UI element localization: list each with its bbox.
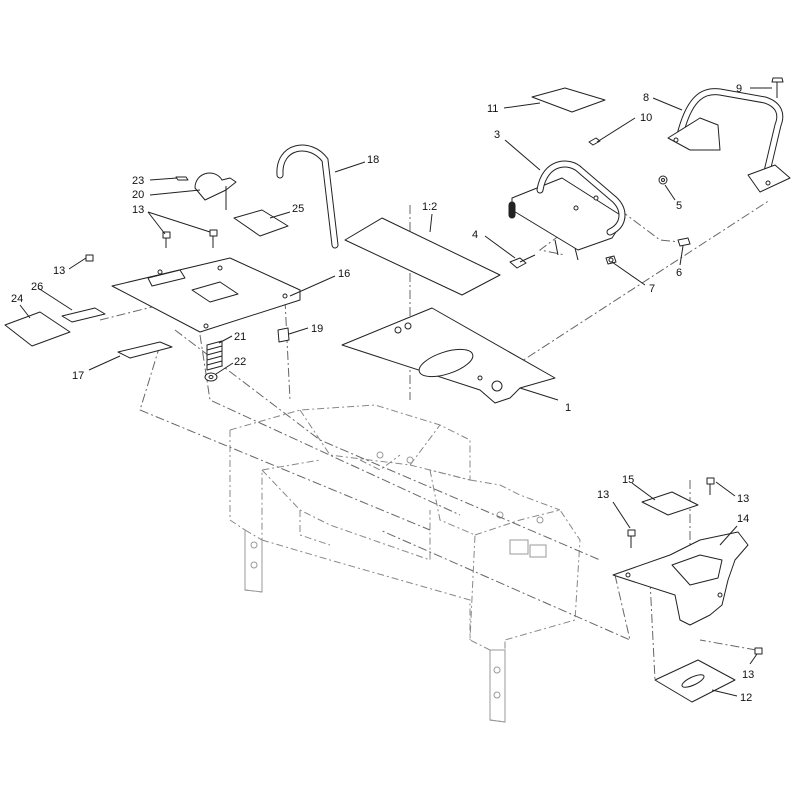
- callout-18: 18: [367, 154, 379, 166]
- callout-12: 12: [740, 692, 752, 704]
- callout-9: 9: [736, 83, 742, 95]
- callout-8: 8: [643, 92, 649, 104]
- callout-13-left: 13: [53, 265, 65, 277]
- callout-21: 21: [234, 331, 246, 343]
- callout-19: 19: [311, 323, 323, 335]
- part-1-plate: [341, 307, 556, 404]
- part-22-washer: [204, 372, 218, 382]
- callout-22: 22: [234, 356, 246, 368]
- part-19-screw: [277, 327, 290, 343]
- part-13-bolts: [85, 229, 763, 655]
- part-23-pin: [175, 176, 189, 181]
- callout-15: 15: [622, 474, 634, 486]
- part-24-decal: [4, 311, 71, 347]
- callout-16: 16: [338, 268, 350, 280]
- part-20-latch: [194, 172, 237, 210]
- callout-10: 10: [640, 112, 652, 124]
- part-8-grab-handle: [667, 88, 791, 193]
- callout-13-right-b: 13: [737, 493, 749, 505]
- part-9-bolt: [771, 77, 784, 98]
- part-14-right-panel: [612, 531, 749, 626]
- callout-5: 5: [676, 200, 682, 212]
- callout-24: 24: [11, 293, 23, 305]
- hardware-4-5-6-7: [509, 175, 691, 269]
- part-18-handle-tube: [276, 144, 339, 249]
- part-10-clip: [588, 137, 601, 146]
- callout-17: 17: [72, 370, 84, 382]
- callout-20: 20: [132, 189, 144, 201]
- callout-4: 4: [472, 229, 478, 241]
- callout-leaders: [19, 87, 772, 697]
- callout-3: 3: [494, 129, 500, 141]
- callout-1: 1: [565, 402, 571, 414]
- part-3-handle: [508, 160, 626, 261]
- callout-14: 14: [737, 513, 749, 525]
- callout-13-right-a: 13: [597, 489, 609, 501]
- callout-13-left-top: 13: [132, 204, 144, 216]
- callout-11: 11: [487, 103, 498, 115]
- callout-6: 6: [676, 267, 682, 279]
- mower-frame: [229, 404, 581, 723]
- part-25-decal: [233, 209, 289, 237]
- callout-23: 23: [132, 175, 144, 187]
- part-12-bracket: [654, 659, 736, 703]
- callout-7: 7: [649, 283, 655, 295]
- callout-13-right-c: 13: [742, 669, 754, 681]
- part-16-left-panel: [111, 257, 301, 333]
- part-15-decal: [641, 491, 699, 516]
- callout-25: 25: [292, 203, 304, 215]
- part-17-strip: [117, 341, 173, 359]
- callout-26: 26: [31, 281, 43, 293]
- part-1-2-decal: [344, 217, 501, 296]
- callout-1-2: 1:2: [422, 201, 437, 213]
- part-11-decal: [531, 87, 606, 113]
- part-26-strip: [61, 307, 106, 323]
- part-21-spring: [206, 340, 223, 371]
- callout-labels: 1 1:2 3 4 5 6 7 8 9 10 11 12 13 13 13 13…: [11, 83, 754, 704]
